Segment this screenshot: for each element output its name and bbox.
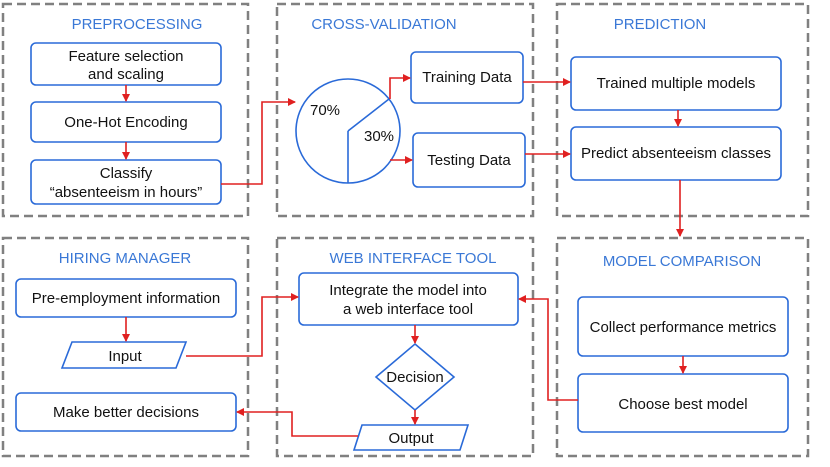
label-output: Output [388,430,434,447]
panel-web-interface-tool [275,236,535,458]
label-classify-line2: “absenteeism in hours” [50,184,203,201]
arrow-pie-to-training [389,74,411,99]
title-hiring-manager: HIRING MANAGER [59,250,192,267]
label-integrate-line2: a web interface tool [343,301,473,318]
title-prediction: PREDICTION [614,16,707,33]
pie-divider-diagonal [347,98,390,132]
box-choose-best [577,373,789,433]
arrow-output-to-decisions [236,408,358,437]
box-predict-classes [570,126,782,181]
label-make-better-decisions: Make better decisions [53,404,199,421]
label-one-hot-encoding: One-Hot Encoding [64,114,187,131]
label-trained-models: Trained multiple models [597,75,756,92]
label-collect-metrics: Collect performance metrics [590,319,777,336]
box-training-data [410,51,524,104]
label-testing-data: Testing Data [427,152,511,169]
parallelogram-output [352,424,470,451]
label-classify-line1: Classify [100,165,153,182]
box-testing-data [412,132,526,188]
label-pre-employment: Pre-employment information [32,290,220,307]
title-preprocessing: PREPROCESSING [72,16,203,33]
label-integrate-line1: Integrate the model into [329,282,487,299]
pie-label-test: 30% [364,128,394,145]
arrow-input-to-integrate [186,293,299,357]
pie-label-train: 70% [310,102,340,119]
label-feature-selection-line2: and scaling [88,66,164,83]
label-predict-classes: Predict absenteeism classes [581,145,771,162]
title-web-interface-tool: WEB INTERFACE TOOL [330,250,497,267]
label-feature-selection-line1: Feature selection [68,48,183,65]
label-choose-best: Choose best model [618,396,747,413]
parallelogram-input [60,341,188,369]
label-training-data: Training Data [422,69,512,86]
box-trained-models [570,56,782,111]
title-model-comparison: MODEL COMPARISON [603,253,761,270]
label-decision: Decision [386,369,444,386]
box-classify [30,159,222,205]
arrow-choose-to-integrate [518,295,578,401]
arrow-classify-to-pie [221,98,296,185]
title-cross-validation: CROSS-VALIDATION [311,16,456,33]
label-input: Input [108,348,142,365]
